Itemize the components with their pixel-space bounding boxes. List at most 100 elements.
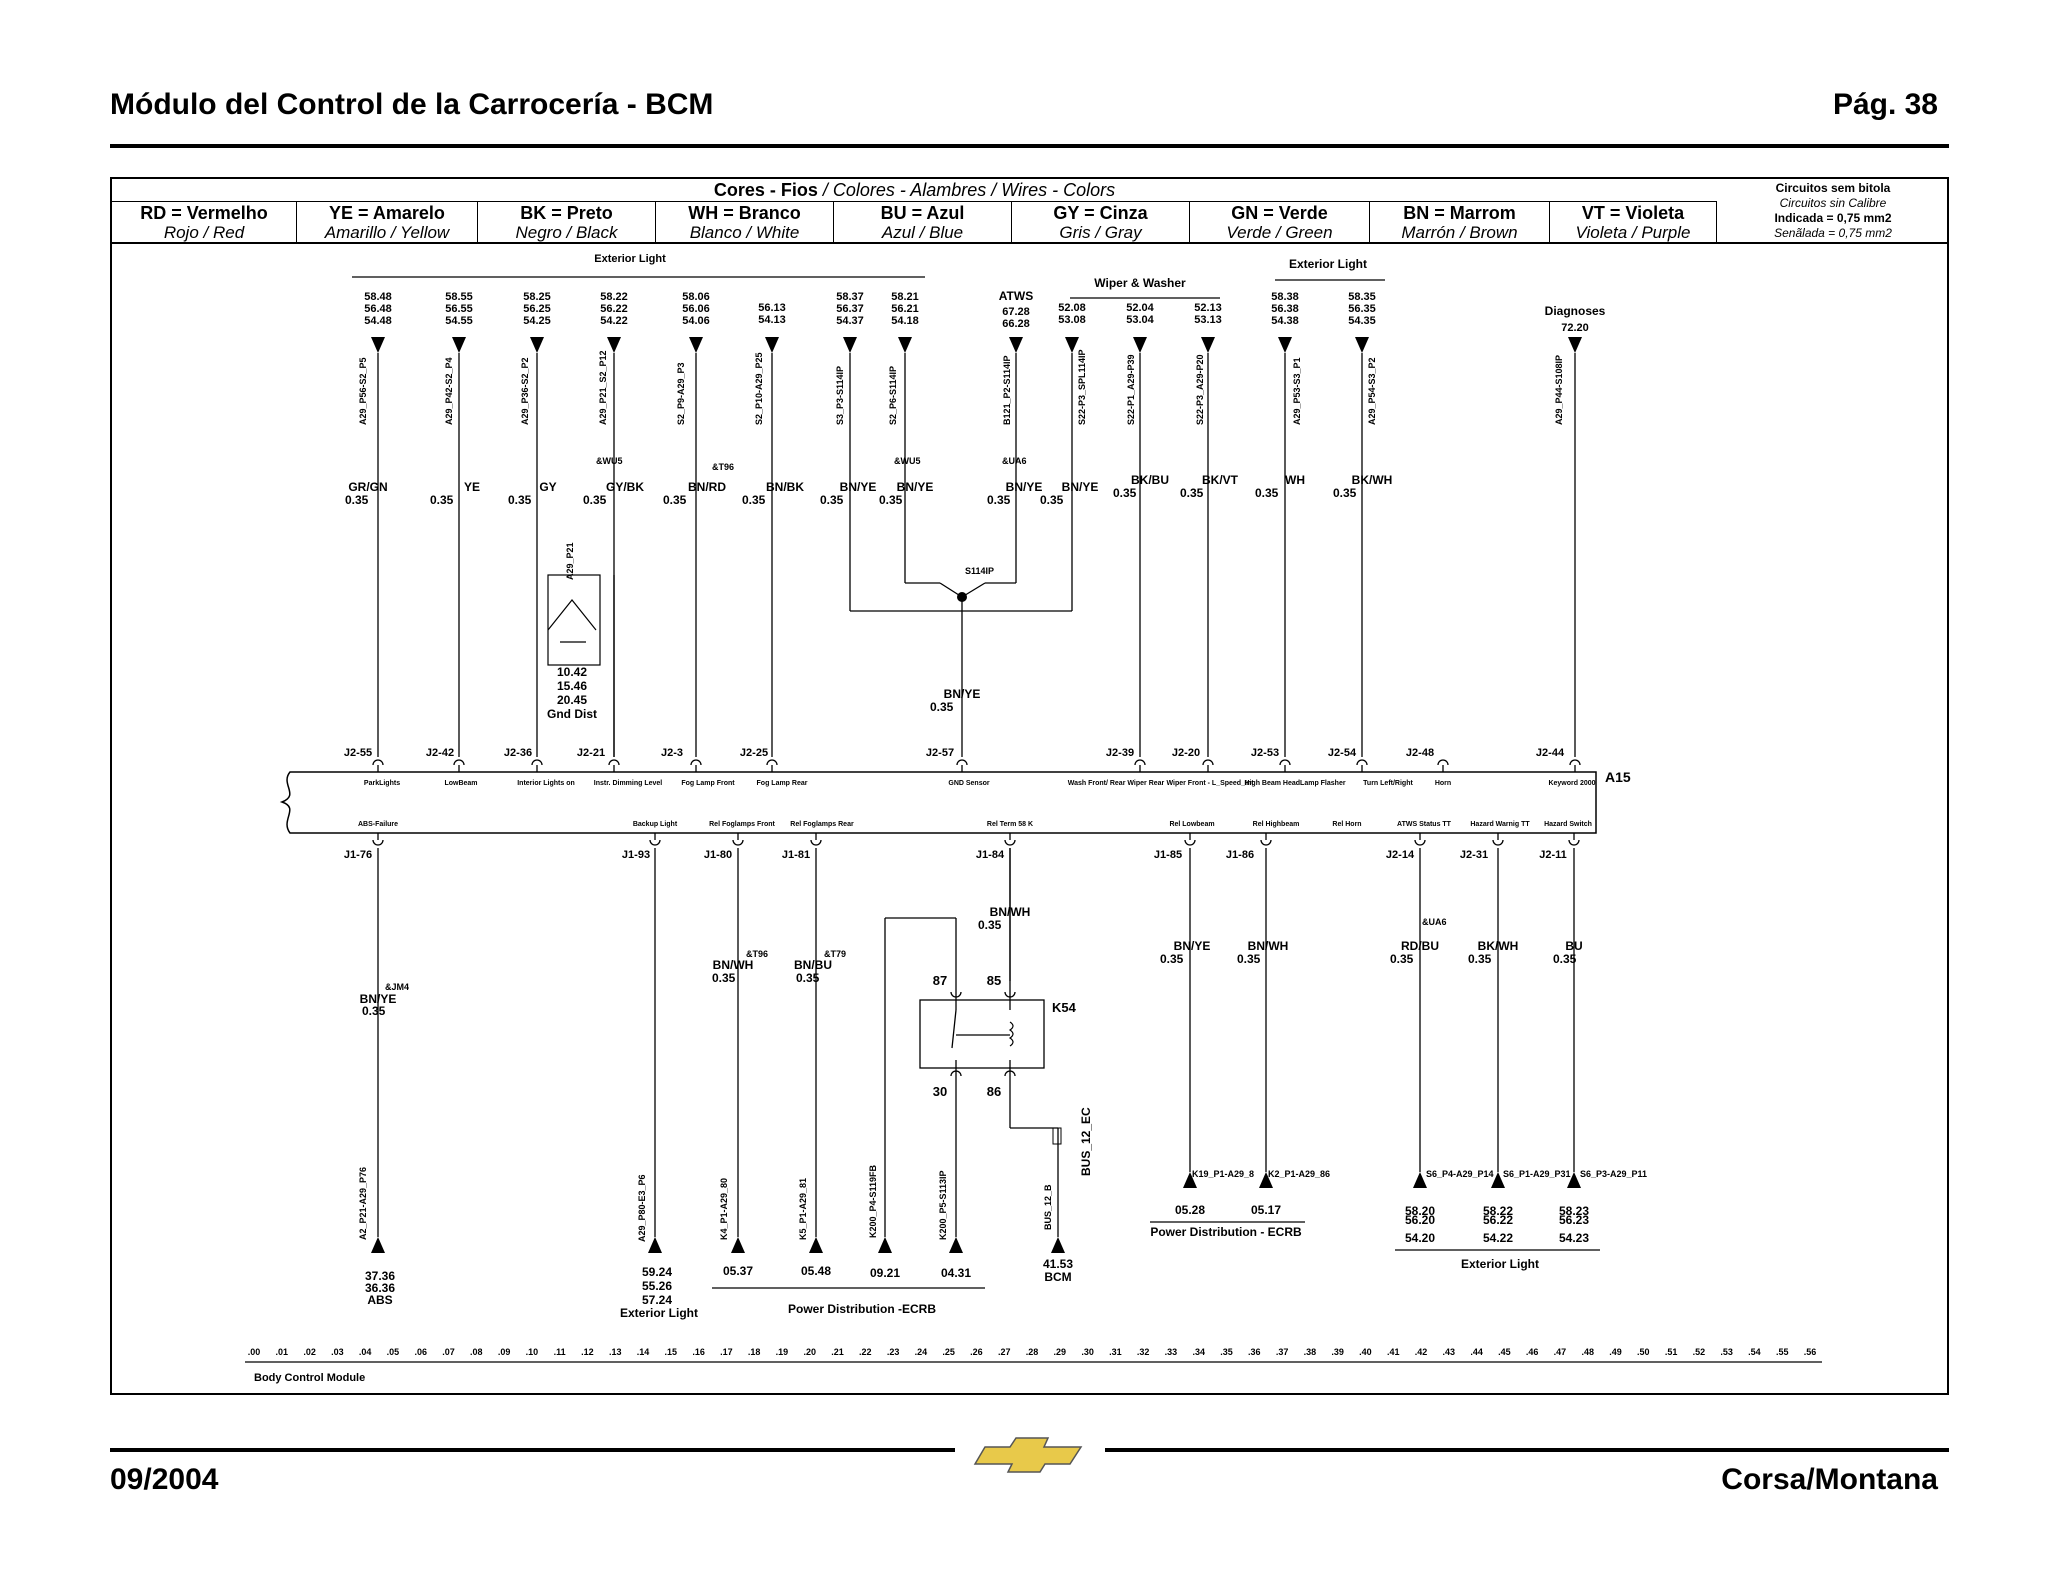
pin-label: J1-81 [782, 849, 810, 861]
chevrolet-logo [973, 1437, 1083, 1473]
ref-number: 04.31 [941, 1266, 971, 1280]
ref-number: 56.48 [364, 303, 392, 315]
connector-arrow [878, 1237, 892, 1253]
function-label: High Beam HeadLamp Flasher [1244, 780, 1345, 787]
scale-tick: .18 [748, 1347, 761, 1357]
connector-id: S3_P3-S114IP [835, 366, 845, 425]
wire-color: RD/BU [1401, 939, 1439, 953]
ref-number: 36.36 [365, 1281, 395, 1295]
group-label: Wiper & Washer [1094, 276, 1186, 290]
relay-pin: 86 [987, 1084, 1001, 1099]
connector-arrow [1183, 1172, 1197, 1188]
ref-number: 53.13 [1194, 314, 1222, 326]
scale-tick: .30 [1081, 1347, 1094, 1357]
scale-tick: .42 [1415, 1347, 1428, 1357]
connector-arrow [731, 1237, 745, 1253]
connector-arrow [843, 337, 857, 353]
pin-label: J2-31 [1460, 849, 1488, 861]
wire-color: BN/WH [713, 958, 754, 972]
wire-color-legend: Cores - Fios / Colores - Alambres / Wire… [110, 177, 1949, 244]
wire-size: 0.35 [987, 493, 1011, 507]
pin-label: J2-11 [1539, 849, 1567, 861]
function-label: Rel Highbeam [1253, 821, 1300, 828]
ref-number: 56.13 [758, 302, 786, 314]
scale-tick: .20 [803, 1347, 816, 1357]
connector-arrow [1568, 337, 1582, 353]
option-code: &T79 [824, 949, 846, 959]
footer-model: Corsa/Montana [1721, 1463, 1938, 1496]
relay-pin: 87 [933, 973, 947, 988]
ref-number: 58.35 [1348, 291, 1376, 303]
wire-color: GY/BK [606, 480, 644, 494]
function-label: GND Sensor [948, 780, 990, 787]
wire-size: 0.35 [796, 971, 820, 985]
scale-tick: .56 [1804, 1347, 1817, 1357]
ref-number: 58.23 [1559, 1204, 1589, 1218]
pin-label: J2-54 [1328, 747, 1357, 759]
ref-number: 05.17 [1251, 1203, 1281, 1217]
pin-label: J2-3 [661, 747, 683, 759]
pin-label: J1-85 [1154, 849, 1182, 861]
ref-number: 54.25 [523, 315, 551, 327]
connector-arrow [607, 337, 621, 353]
relay-pin: 85 [987, 973, 1001, 988]
ref-number: 05.48 [801, 1264, 831, 1278]
scale-title: Body Control Module [254, 1372, 365, 1384]
pin-label: J1-86 [1226, 849, 1254, 861]
ref-number: 58.06 [682, 291, 710, 303]
connector-id: A29_P36-S2_P2 [520, 357, 530, 425]
ref-number: 56.55 [445, 303, 473, 315]
wire-size: 0.35 [430, 493, 454, 507]
scale-tick: .15 [665, 1347, 678, 1357]
connector-id: S6_P3-A29_P11 [1580, 1169, 1647, 1179]
bus-stub [1052, 1127, 1062, 1145]
wire-size: 0.35 [1468, 952, 1492, 966]
ref-number: 58.22 [600, 291, 628, 303]
ref-number: 58.25 [523, 291, 551, 303]
ref-number: 09.21 [870, 1266, 900, 1280]
scale-tick: .28 [1026, 1347, 1039, 1357]
pin-label: J2-39 [1106, 747, 1134, 759]
wire-color: GR/GN [348, 480, 387, 494]
connector-id: K19_P1-A29_8 [1192, 1169, 1254, 1179]
scale-tick: .01 [276, 1347, 289, 1357]
function-label: LowBeam [444, 780, 477, 787]
footer-date: 09/2004 [110, 1463, 219, 1496]
ref-number: 56.35 [1348, 303, 1376, 315]
ref-number: 15.46 [557, 679, 587, 693]
ref-number: 05.37 [723, 1264, 753, 1278]
ref-number: 56.06 [682, 303, 710, 315]
pin-label: J1-93 [622, 849, 650, 861]
ref-number: 66.28 [1002, 318, 1030, 330]
wire-size: 0.35 [1180, 486, 1204, 500]
scale-tick: .55 [1776, 1347, 1789, 1357]
scale-tick: .06 [414, 1347, 427, 1357]
connector-arrow [949, 1237, 963, 1253]
ref-number: 37.36 [365, 1269, 395, 1283]
scale-tick: .29 [1054, 1347, 1067, 1357]
ref-number: 54.22 [600, 315, 628, 327]
wire-color: BK/VT [1202, 473, 1239, 487]
connector-id: S2_P10-A29_P25 [754, 352, 764, 425]
ref-number: ABS [367, 1293, 392, 1307]
connector-arrow [1051, 1237, 1065, 1253]
ref-number: 72.20 [1561, 322, 1589, 334]
wire-size: 0.35 [1237, 952, 1261, 966]
scale-tick: .46 [1526, 1347, 1539, 1357]
wire-size: 0.35 [820, 493, 844, 507]
function-label: Keyword 2000 [1548, 780, 1595, 787]
page-title: Módulo del Control de la Carrocería - BC… [110, 88, 714, 121]
ref-number: 54.37 [836, 315, 864, 327]
header-rule [110, 144, 1949, 148]
connector-id: A29_P54-S3_P2 [1367, 357, 1377, 425]
connector-arrow [898, 337, 912, 353]
bus-label: BUS_12_B [1043, 1184, 1053, 1230]
wire-color: BN/YE [1174, 939, 1211, 953]
pin-label: J2-20 [1172, 747, 1200, 759]
wire-size: 0.35 [1333, 486, 1357, 500]
ref-number: 56.38 [1271, 303, 1299, 315]
wire-color: BN/BK [766, 480, 804, 494]
pin-label: J2-55 [344, 747, 372, 759]
